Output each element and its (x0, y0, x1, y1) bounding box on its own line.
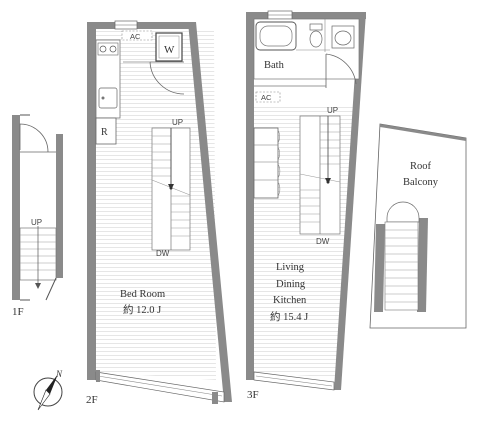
f3-wall-right (334, 12, 366, 390)
f3-ac-unit (255, 91, 281, 103)
f2-sink-icon (98, 87, 118, 109)
f3-room-line2: Dining (276, 279, 306, 290)
f3-washbasin-icon (331, 25, 355, 49)
f2-ac-label: AC (130, 32, 141, 41)
f3-kitchen-cabinet (253, 127, 281, 199)
f2-ac-unit (121, 30, 153, 41)
f3-stair-down-label: DW (316, 237, 330, 246)
floor-1f: UP 1F (12, 114, 63, 318)
f3-room-size: 約 15.4 J (270, 310, 308, 323)
f3-room-line3: Kitchen (273, 295, 307, 306)
f2-fridge-label: R (101, 127, 108, 138)
f3-bathtub (255, 21, 297, 51)
f3-wall-left (246, 12, 254, 380)
f1-door[interactable] (19, 123, 49, 153)
f2-washer (155, 32, 183, 62)
roof-stairs (374, 201, 428, 312)
f3-door[interactable] (325, 53, 357, 88)
f2-fridge (95, 117, 117, 145)
f1-floor-label: 1F (12, 306, 24, 318)
f3-toilet-icon (309, 23, 323, 48)
f3-wall-top (246, 12, 366, 19)
floor-2f: AC W R UP DW (86, 20, 232, 406)
f3-stairs (299, 115, 341, 235)
compass: N (33, 369, 63, 411)
f3-room-line1: Living (276, 262, 305, 273)
floor-3f: Bath AC (246, 10, 366, 401)
f2-stair-down-label: DW (156, 249, 170, 258)
f1-wall-left (12, 115, 20, 300)
f3-stair-up-label: UP (327, 106, 338, 115)
roof-balcony: Roof Balcony (369, 123, 467, 329)
f1-wall-right (56, 134, 63, 278)
f1-stair-up-label: UP (31, 218, 42, 227)
f2-washer-label: W (164, 44, 175, 56)
f2-wall-left (87, 22, 96, 380)
f2-room-size: 約 12.0 J (123, 303, 161, 316)
f1-stairs (19, 226, 57, 301)
f2-floor-label: 2F (86, 394, 98, 406)
compass-needle-icon (46, 374, 58, 394)
f2-door[interactable] (149, 61, 185, 95)
roof-label-line2: Balcony (403, 177, 439, 188)
f3-floor-label: 3F (247, 389, 259, 401)
f3-ac-label: AC (261, 93, 272, 102)
compass-north-label: N (55, 369, 63, 379)
f3-bath-label: Bath (264, 60, 285, 71)
f2-stair-up-label: UP (172, 118, 183, 127)
f2-stove-icon (97, 42, 119, 56)
f2-room-name: Bed Room (120, 289, 165, 300)
f2-stairs (151, 127, 191, 251)
f2-wall-top (87, 22, 196, 29)
roof-label-line1: Roof (410, 161, 432, 172)
f2-wall-right (188, 22, 232, 402)
